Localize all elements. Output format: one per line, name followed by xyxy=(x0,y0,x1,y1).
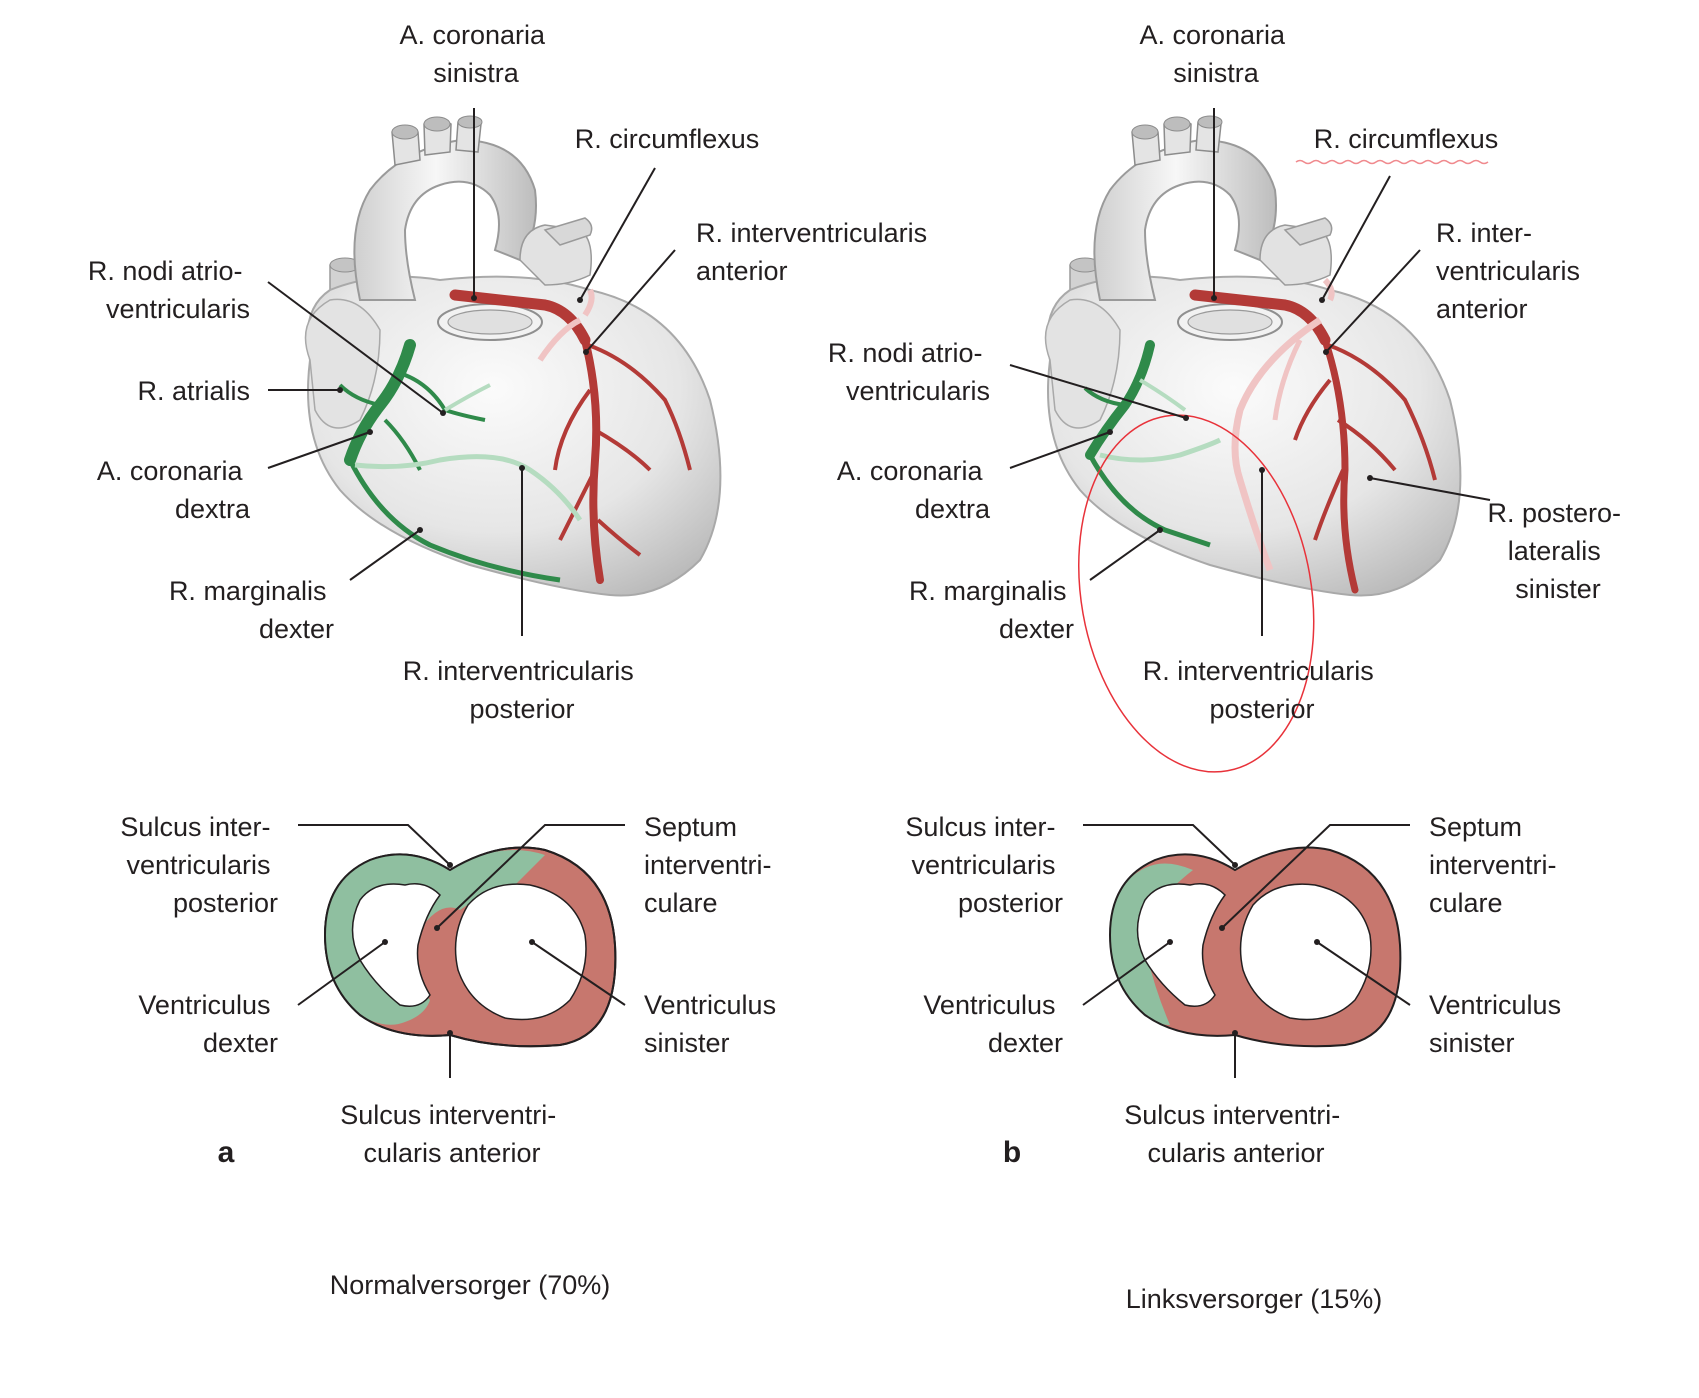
label-septum-a: Septum interventri- culare xyxy=(644,812,779,918)
label-r-atrialis-a: R. atrialis xyxy=(137,376,250,406)
panel-letter-a: a xyxy=(218,1136,235,1169)
highlight-ellipse xyxy=(1078,414,1315,773)
label-a-coronaria-dextra-a: A. coronaria dextra xyxy=(97,456,251,524)
label-r-interventricularis-anterior-a: R. interventricularis anterior xyxy=(696,218,935,286)
leaders-section-a xyxy=(297,824,626,1078)
label-sulcus-posterior-b: Sulcus inter- ventricularis posterior xyxy=(905,812,1063,918)
cross-section-b xyxy=(1108,846,1402,1048)
label-r-nodi-a: R. nodi atrio- ventricularis xyxy=(88,256,250,324)
label-a-coronaria-sinistra-b: A. coronaria sinistra xyxy=(1139,20,1292,88)
label-r-interventricularis-anterior-b: R. inter- ventricularis anterior xyxy=(1436,218,1588,324)
panel-letter-b: b xyxy=(1003,1136,1021,1169)
leaders-heart-a xyxy=(267,108,676,636)
circumflexus-underline xyxy=(1295,159,1489,165)
label-a-coronaria-sinistra-a: A. coronaria sinistra xyxy=(399,20,552,88)
label-sulcus-anterior-a: Sulcus interventri- cularis anterior xyxy=(340,1100,564,1168)
label-r-marginalis-dexter-a: R. marginalis dexter xyxy=(169,576,334,644)
heart-illustration-b xyxy=(1044,115,1462,773)
panel-a: A. coronaria sinistra R. circumflexus R.… xyxy=(88,20,935,1300)
label-r-circumflexus-b: R. circumflexus xyxy=(1314,124,1499,154)
caption-b: Linksversorger (15%) xyxy=(1126,1284,1383,1314)
label-septum-b: Septum interventri- culare xyxy=(1429,812,1564,918)
label-r-nodi-b: R. nodi atrio- ventricularis xyxy=(828,338,990,406)
leaders-section-b xyxy=(1082,824,1411,1078)
label-ventriculus-dexter-b: Ventriculus dexter xyxy=(923,990,1063,1058)
label-r-interventricularis-posterior-a: R. interventricularis posterior xyxy=(403,656,642,724)
label-r-circumflexus-a: R. circumflexus xyxy=(575,124,760,154)
panel-b: A. coronaria sinistra R. circumflexus R.… xyxy=(828,20,1628,1314)
label-sulcus-posterior-a: Sulcus inter- ventricularis posterior xyxy=(120,812,278,918)
ria-a xyxy=(581,336,604,584)
label-ventriculus-dexter-a: Ventriculus dexter xyxy=(138,990,278,1058)
label-sulcus-anterior-b: Sulcus interventri- cularis anterior xyxy=(1124,1100,1348,1168)
cross-section-a xyxy=(323,846,617,1048)
caption-a: Normalversorger (70%) xyxy=(330,1270,611,1300)
label-r-marginalis-dexter-b: R. marginalis dexter xyxy=(909,576,1074,644)
label-r-posterolateralis-b: R. postero- lateralis sinister xyxy=(1487,498,1628,604)
label-a-coronaria-dextra-b: A. coronaria dextra xyxy=(837,456,991,524)
rca-a xyxy=(344,339,416,466)
heart-illustration-a xyxy=(304,115,722,597)
leaders-heart-b xyxy=(1009,108,1491,636)
label-r-interventricularis-posterior-b: R. interventricularis posterior xyxy=(1143,656,1382,724)
label-ventriculus-sinister-b: Ventriculus sinister xyxy=(1429,990,1569,1058)
label-ventriculus-sinister-a: Ventriculus sinister xyxy=(644,990,784,1058)
